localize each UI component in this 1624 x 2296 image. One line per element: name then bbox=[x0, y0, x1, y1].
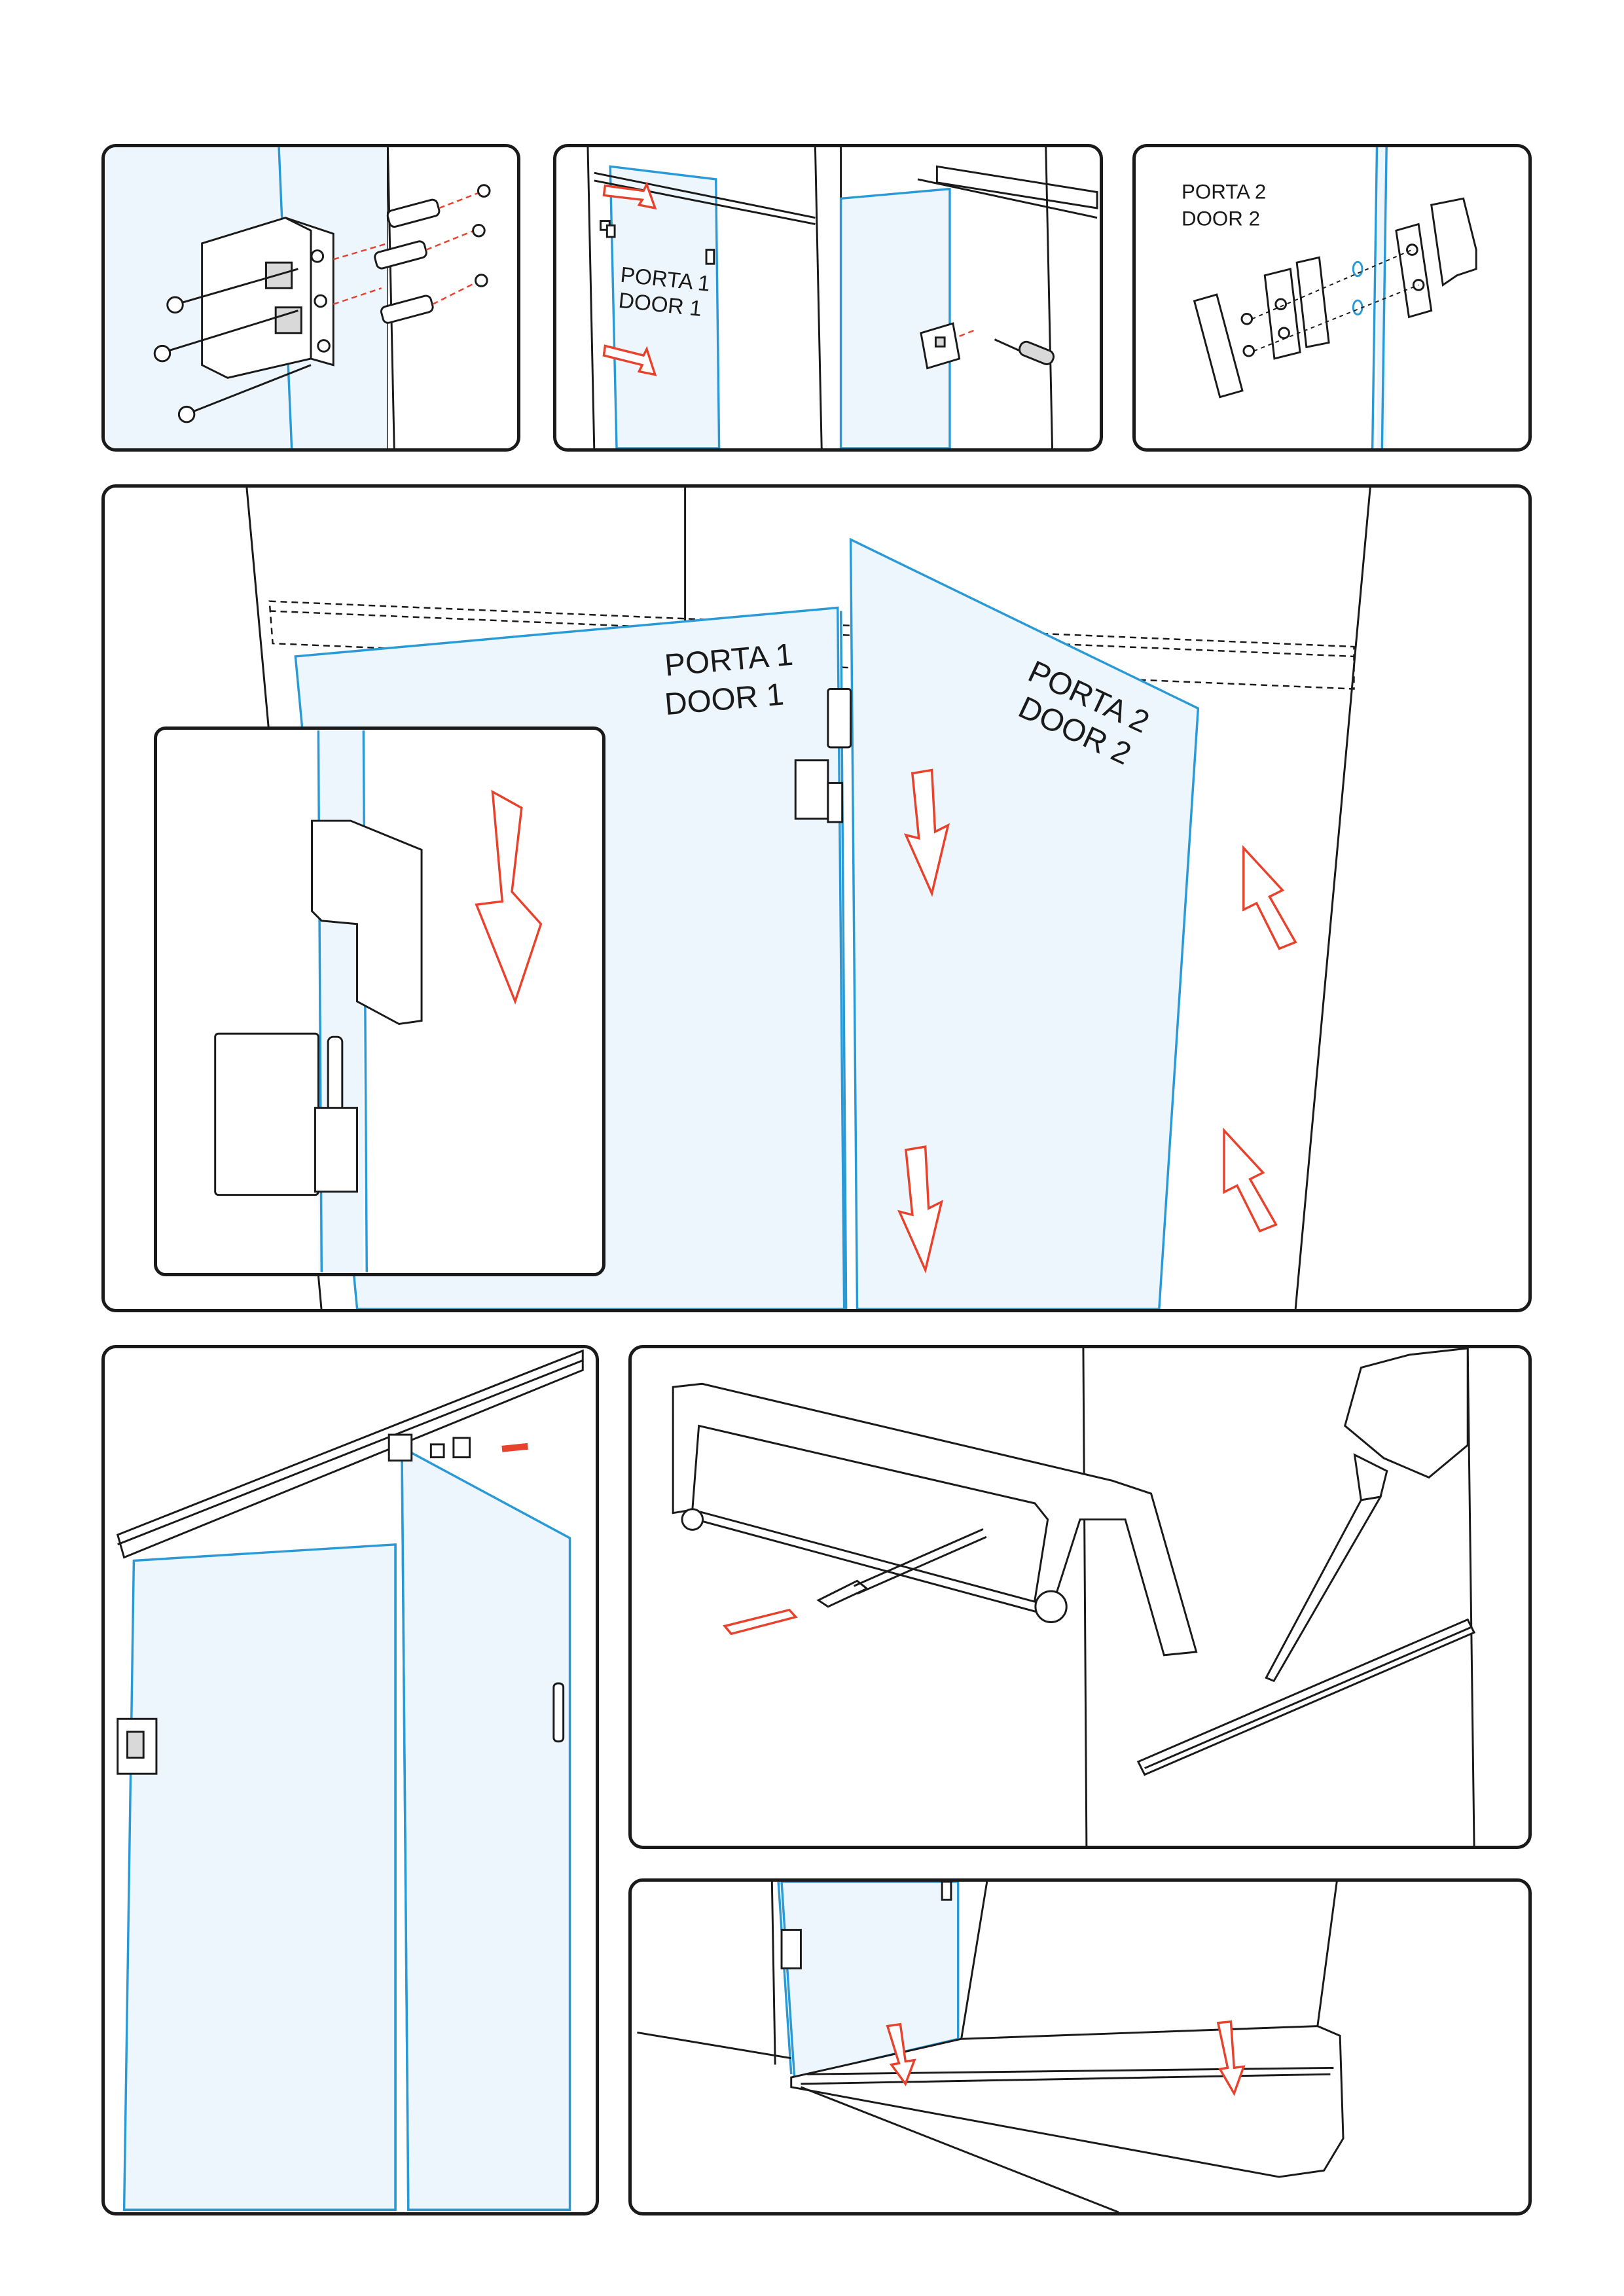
hinge-icon bbox=[794, 688, 852, 823]
inset-hinge-drawing bbox=[214, 730, 543, 1272]
arrow-icon bbox=[602, 344, 657, 376]
door1-fit-drawing: PORTA 1 DOOR 1 bbox=[586, 147, 1098, 448]
panel-cut-seal bbox=[628, 1345, 1532, 1849]
arrow-icon bbox=[903, 768, 950, 897]
wall-fixing-drawing bbox=[105, 147, 516, 448]
wall-plug-icon bbox=[374, 198, 441, 324]
arrow-icon bbox=[1216, 2020, 1246, 2096]
door2-label-en-small: DOOR 2 bbox=[1182, 207, 1260, 230]
arrow-icon bbox=[1242, 845, 1297, 950]
bottom-track-drawing bbox=[637, 1882, 1344, 2212]
sealant-tube-icon bbox=[1265, 1348, 1469, 1683]
screw-icon bbox=[1240, 312, 1255, 357]
panel-door1-fit: PORTA 1 DOOR 1 bbox=[553, 144, 1103, 452]
arrow-icon bbox=[1223, 1127, 1278, 1233]
hinge-plate bbox=[201, 217, 334, 379]
hacksaw-icon bbox=[672, 1382, 1198, 1657]
panel-bottom-track bbox=[628, 1878, 1532, 2215]
hinge-icon bbox=[780, 1882, 952, 1969]
arrow-icon bbox=[886, 2022, 916, 2087]
screw-icon bbox=[501, 1443, 528, 1452]
arrow-icon bbox=[897, 1145, 944, 1274]
screwdriver-icon bbox=[994, 338, 1055, 365]
panel-door2-hinge: PORTA 2 DOOR 2 bbox=[1132, 144, 1532, 452]
panel-wall-fixing bbox=[101, 144, 520, 452]
arrow-icon bbox=[475, 789, 543, 1005]
hinge-icon bbox=[117, 1433, 565, 1775]
hinge-icon bbox=[214, 819, 423, 1196]
door2-label-pt-small: PORTA 2 bbox=[1182, 180, 1266, 203]
inset-hinge-detail bbox=[154, 726, 605, 1276]
panel-doors-hanging: PORTA 1 DOOR 1 PORTA 2 DOOR 2 bbox=[101, 484, 1532, 1312]
arrow-icon bbox=[602, 181, 657, 210]
cut-seal-drawing bbox=[672, 1348, 1476, 1846]
arrow-icon bbox=[723, 1608, 798, 1636]
screw-icon bbox=[153, 268, 312, 423]
hinge-icon bbox=[920, 322, 961, 370]
door2-hinge-drawing: PORTA 2 DOOR 2 bbox=[1182, 147, 1477, 448]
top-rail-drawing bbox=[116, 1349, 584, 2211]
panel-top-rail bbox=[101, 1345, 599, 2215]
